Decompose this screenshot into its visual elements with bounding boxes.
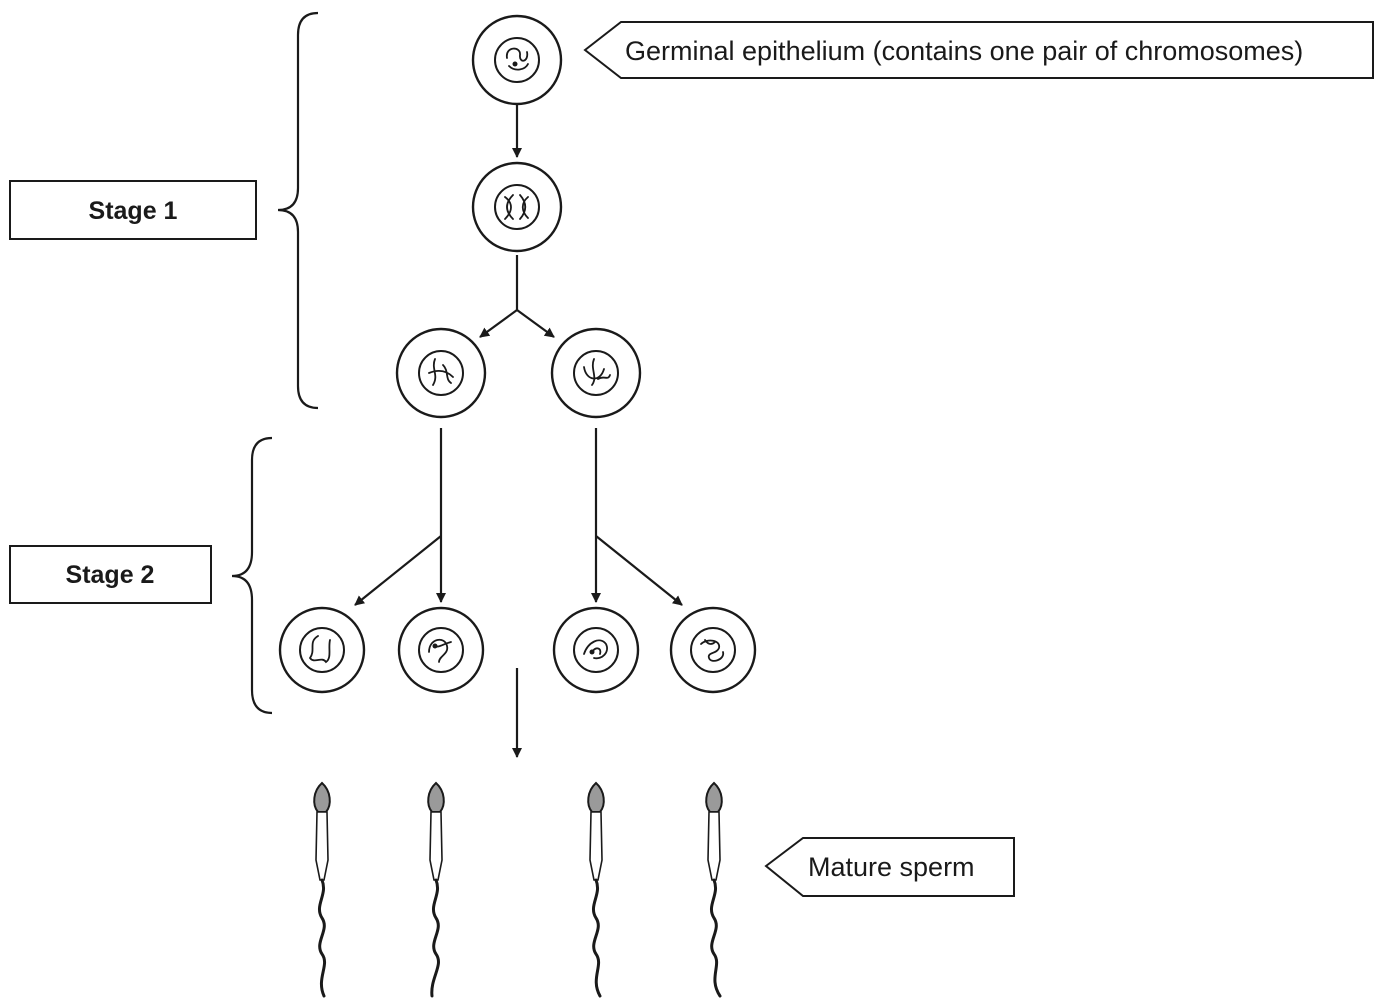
sperm-2 <box>427 781 445 998</box>
cell-spermatid-4 <box>669 606 757 694</box>
sperm-callout: Mature sperm <box>764 837 1015 897</box>
stage2-brace <box>231 436 273 715</box>
stage1-label-box: Stage 1 <box>9 180 257 240</box>
cell-spermatid-1 <box>278 606 366 694</box>
cell-secondary-right <box>550 327 642 419</box>
sperm-callout-label: Mature sperm <box>808 852 975 882</box>
sperm-1 <box>313 781 331 998</box>
stage1-brace <box>277 11 319 410</box>
arrow-primary-to-secondary-left <box>479 309 518 338</box>
stage2-label-box: Stage 2 <box>9 545 212 604</box>
sperm-4 <box>705 781 723 998</box>
cell-primary-spermatocyte <box>471 161 563 253</box>
stage2-label: Stage 2 <box>66 561 155 589</box>
cell-secondary-left <box>395 327 487 419</box>
arrow-secondary-left-branch <box>354 535 442 606</box>
arrows <box>354 104 683 758</box>
arrow-secondary-right-branch <box>595 535 683 606</box>
germinal-callout: Germinal epithelium (contains one pair o… <box>583 21 1374 79</box>
cell-germinal <box>471 14 563 106</box>
cell-spermatid-3 <box>552 606 640 694</box>
cell-spermatid-2 <box>397 606 485 694</box>
germinal-callout-label: Germinal epithelium (contains one pair o… <box>625 36 1303 66</box>
sperm-3 <box>587 781 605 998</box>
arrow-primary-to-secondary-right <box>516 309 555 338</box>
stage1-label: Stage 1 <box>89 197 178 225</box>
